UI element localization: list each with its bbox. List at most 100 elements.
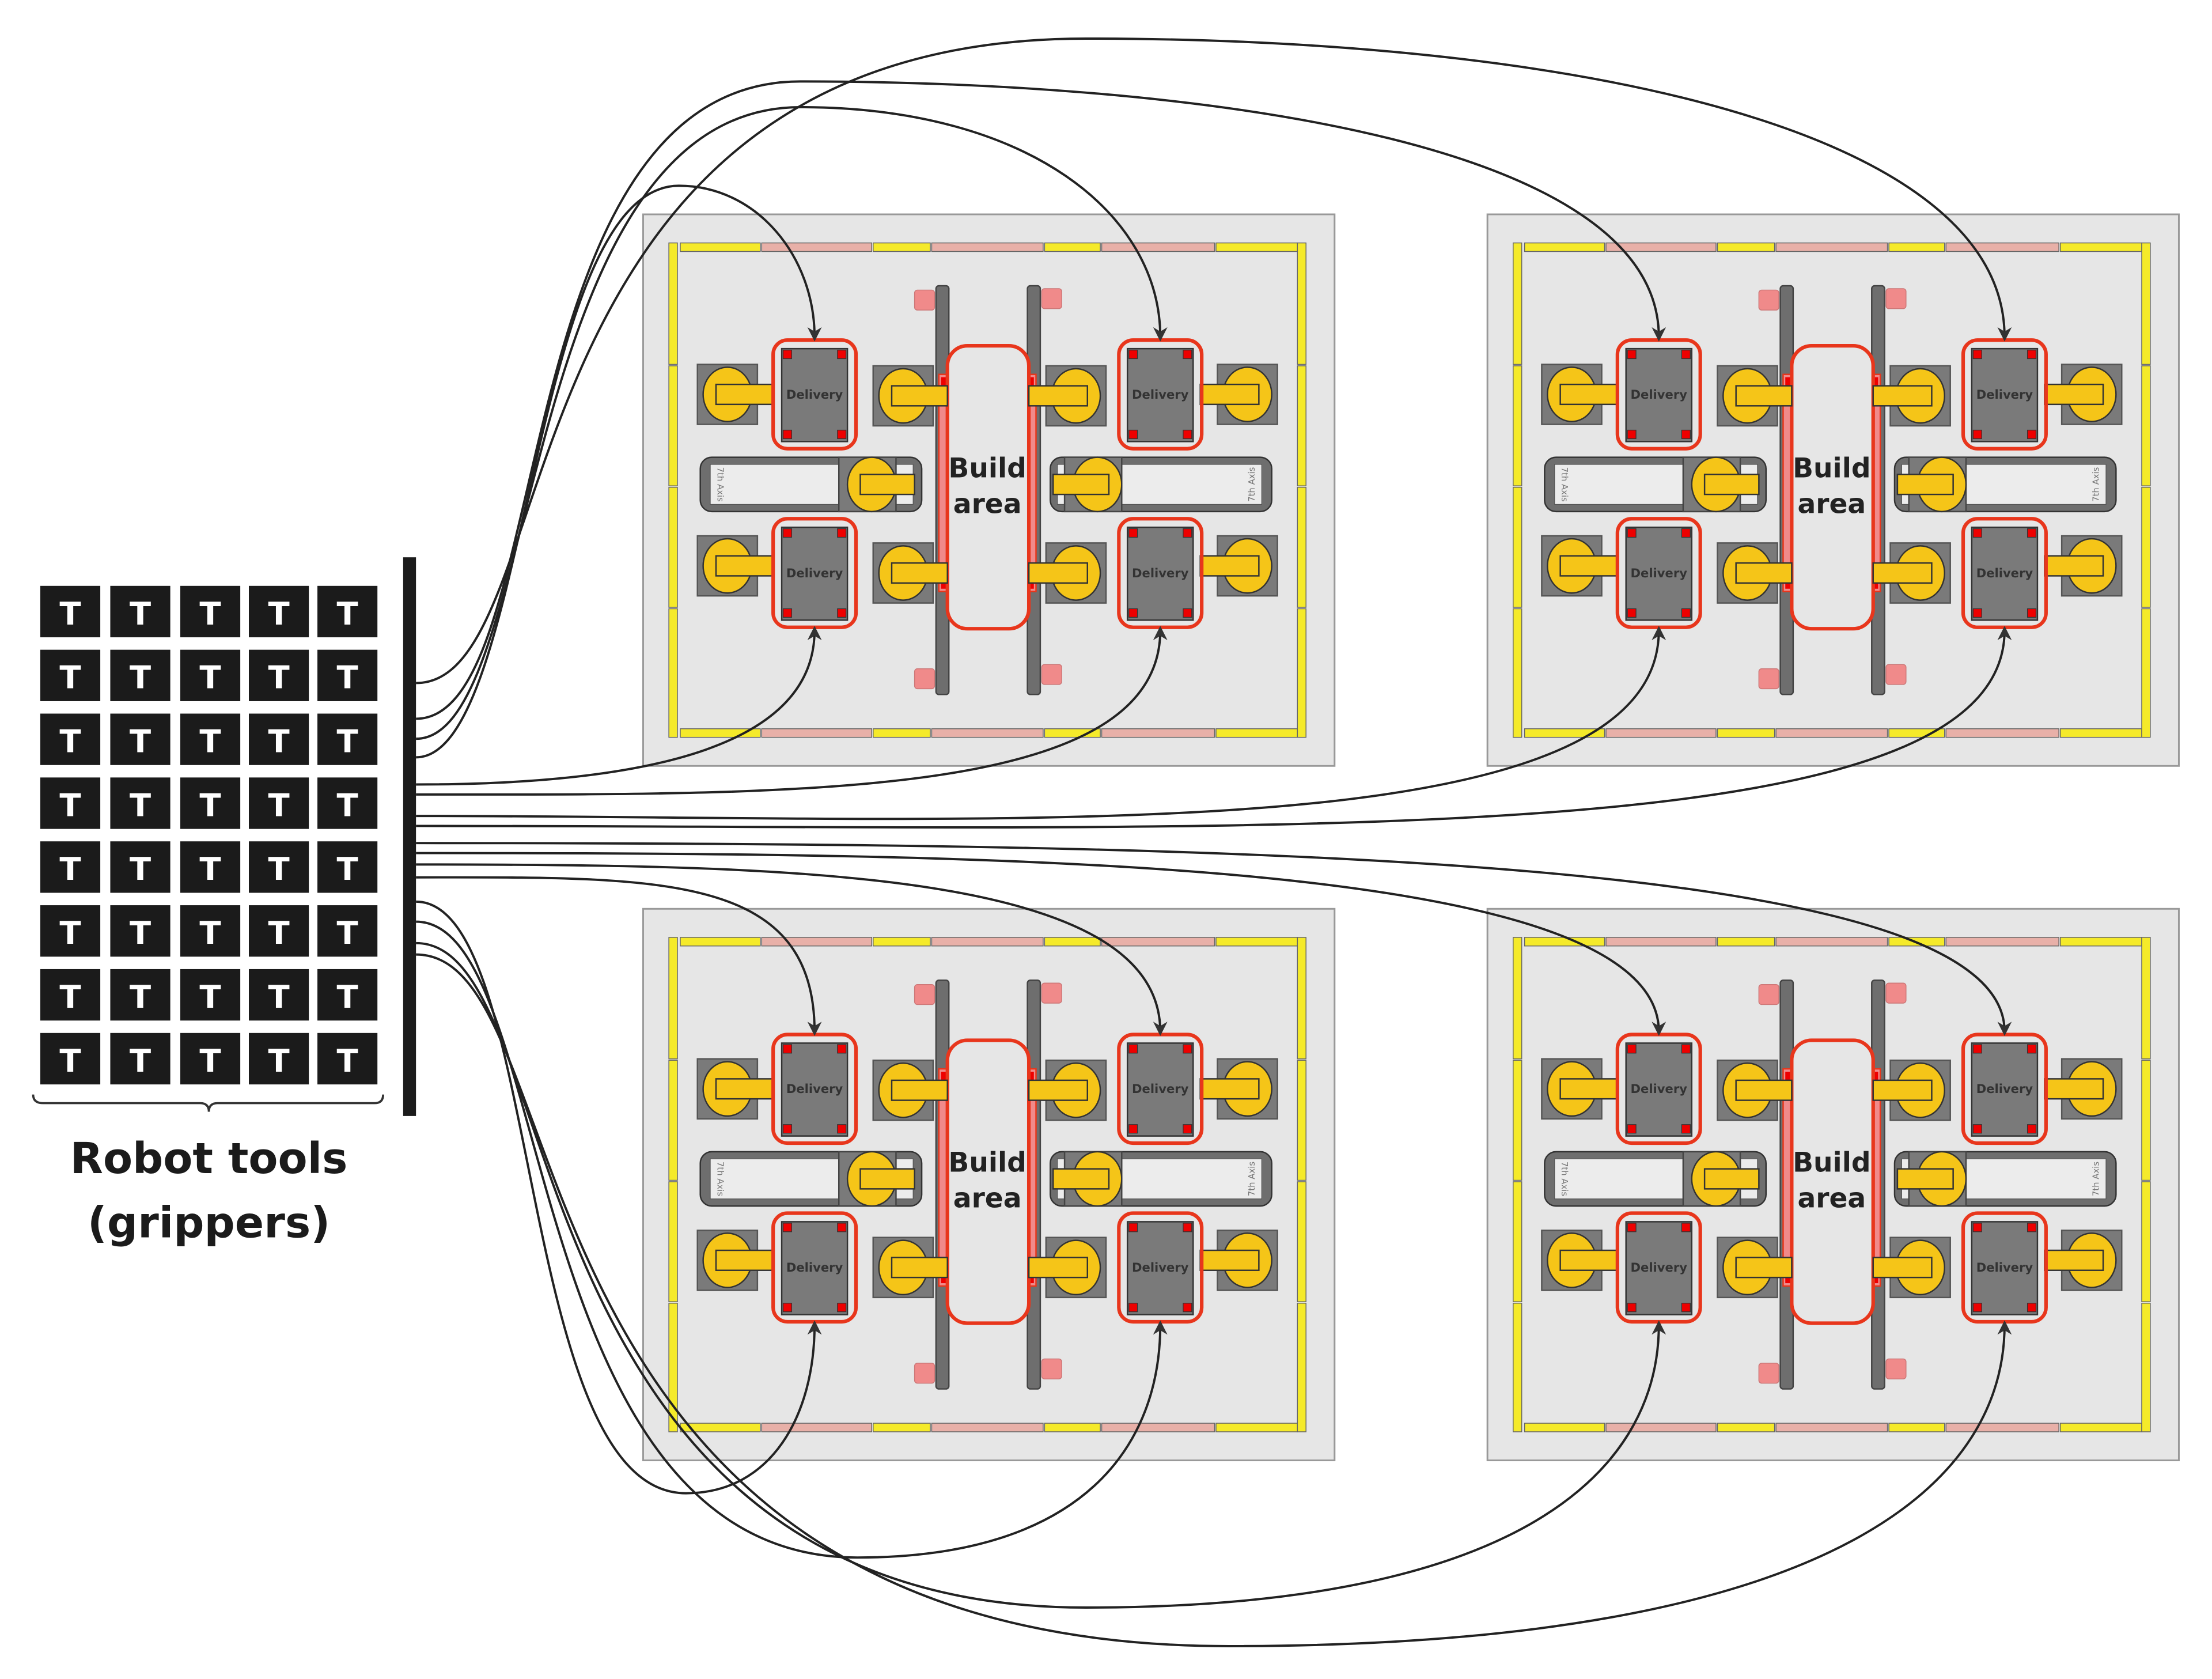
tool-transfer-arrow: [416, 920, 1168, 1559]
seventh-axis-track: 7th Axis: [1893, 1151, 2117, 1207]
delivery-corner-marker: [782, 1044, 793, 1054]
delivery-corner-marker: [1972, 1223, 1982, 1232]
tool-tile: T: [180, 1033, 241, 1085]
delivery-corner-marker: [1681, 608, 1691, 618]
delivery-corner-marker: [2027, 1303, 2037, 1313]
tool-rack-caption-line2: (grippers): [88, 1198, 330, 1248]
safety-fence-segment: [1297, 937, 1306, 1060]
robot-arm: [1717, 1059, 1793, 1121]
delivery-label: Delivery: [1631, 1081, 1688, 1096]
tool-tile-label: T: [337, 595, 358, 632]
rail-end-stop: [1758, 1363, 1779, 1384]
safety-fence-segment: [1717, 1423, 1775, 1432]
tool-tile-label: T: [59, 723, 81, 759]
tool-tile: T: [40, 585, 101, 638]
safety-fence-segment: [1044, 937, 1101, 947]
delivery-label: Delivery: [1132, 566, 1189, 580]
tool-transfer-arrow: [416, 842, 2012, 1036]
tool-tile: T: [249, 841, 309, 893]
tool-tile-label: T: [268, 914, 289, 951]
delivery-table: [781, 1042, 849, 1137]
robot-arm: [872, 1059, 948, 1121]
build-area-label-line1: Build: [948, 452, 1026, 484]
delivery-table: [1971, 526, 2039, 621]
robot-gripper-arm: [2044, 555, 2104, 577]
delivery-table: [1625, 1042, 1693, 1137]
delivery-table: [1126, 526, 1194, 621]
tool-tile-bg: [317, 649, 378, 701]
delivery-station: Delivery: [1117, 338, 1204, 451]
delivery-corner-marker: [782, 1223, 793, 1232]
robot-gripper-arm: [2044, 383, 2104, 406]
tool-tile: T: [180, 585, 241, 638]
delivery-label: Delivery: [1976, 566, 2033, 580]
robot-arm: [1872, 1236, 1951, 1299]
tool-tile-bg: [317, 905, 378, 957]
safety-fence-segment: [1101, 937, 1215, 947]
tool-tile-label: T: [199, 850, 221, 887]
robot-arm: [1028, 542, 1107, 604]
robot-gripper-arm: [1703, 1168, 1760, 1190]
tool-tile: T: [249, 905, 309, 957]
delivery-corner-marker: [837, 1303, 847, 1313]
robot-gripper-arm: [1028, 385, 1088, 407]
delivery-corner-marker: [2027, 349, 2037, 360]
seventh-axis-track: 7th Axis: [699, 456, 923, 513]
robot-gripper-arm: [891, 562, 948, 584]
delivery-station: Delivery: [1615, 338, 1702, 451]
delivery-table: [1971, 1042, 2039, 1137]
delivery-corner-marker: [837, 1124, 847, 1134]
rail-end-stop: [1885, 288, 1907, 309]
delivery-label: Delivery: [1976, 387, 2033, 402]
robot-arm: [1872, 365, 1951, 427]
delivery-station: Delivery: [1615, 1211, 1702, 1324]
rail-end-stop: [1885, 664, 1907, 685]
tool-tile-label: T: [337, 914, 358, 951]
tool-tile: T: [40, 841, 101, 893]
build-area-label-line2: area: [1797, 1183, 1866, 1215]
tool-tile: T: [249, 1033, 309, 1085]
tool-tile-bg: [180, 713, 241, 765]
delivery-corner-marker: [1681, 528, 1691, 538]
tool-transfer-arrow: [416, 184, 822, 759]
delivery-station: Delivery: [771, 517, 858, 629]
robot-arm: [872, 365, 948, 427]
tool-tile-label: T: [59, 850, 81, 887]
robot-arm: [1199, 1058, 1278, 1120]
tool-rack-brace: [32, 1094, 384, 1112]
tool-tile-bg: [317, 841, 378, 893]
delivery-station: Delivery: [1961, 338, 2048, 451]
build-area-label-line1: Build: [1793, 1147, 1870, 1179]
robot-gripper-arm: [715, 555, 774, 577]
safety-fence-segment: [1717, 242, 1775, 252]
delivery-table: [1126, 1042, 1194, 1137]
tool-tile-label: T: [268, 723, 289, 759]
safety-fence-segment: [668, 1060, 678, 1181]
safety-fence-segment: [1513, 242, 1522, 365]
tool-tile: T: [110, 969, 171, 1021]
delivery-station: Delivery: [1117, 1211, 1204, 1324]
tool-tile-bg: [249, 777, 309, 829]
tool-tile: T: [249, 713, 309, 765]
delivery-corner-marker: [1627, 1124, 1637, 1134]
tool-transfer-arrow: [416, 876, 822, 1036]
delivery-corner-marker: [1972, 608, 1982, 618]
seventh-axis-track: 7th Axis: [1050, 1151, 1272, 1207]
robot-arm: [1028, 365, 1107, 427]
robot-gripper-arm: [715, 1249, 774, 1271]
robot-arm: [696, 364, 774, 425]
robot-arm: [872, 542, 948, 604]
delivery-label: Delivery: [1976, 1260, 2033, 1275]
safety-fence-segment: [2059, 728, 2142, 738]
robot-arm: [1896, 1151, 1967, 1207]
delivery-station: Delivery: [1961, 1033, 2048, 1145]
safety-fence-segment: [668, 242, 678, 365]
tool-tile-label: T: [59, 786, 81, 823]
robot-arm: [2044, 1230, 2123, 1291]
rail-end-stop: [914, 984, 935, 1005]
robot-gripper-arm: [1028, 1079, 1088, 1101]
